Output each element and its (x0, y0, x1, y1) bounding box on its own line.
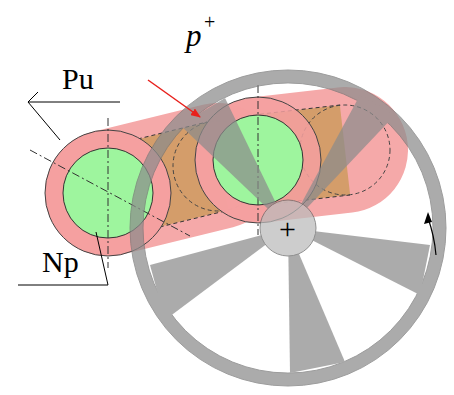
leader-line (28, 102, 60, 140)
part-label: Pu (62, 64, 94, 94)
rotation-arrowhead (424, 212, 432, 224)
axis-line (30, 150, 190, 236)
axis-line (258, 85, 259, 235)
proton-beam-arrow (148, 80, 200, 117)
particle-label: p (186, 20, 202, 51)
hub-symbol: + (279, 214, 296, 244)
charge-superscript: + (204, 12, 215, 32)
axis-line (108, 118, 109, 268)
rotation-arrow (428, 218, 436, 255)
leader-line (18, 232, 108, 285)
part-label: Np (42, 247, 79, 277)
wheel (130, 70, 446, 386)
